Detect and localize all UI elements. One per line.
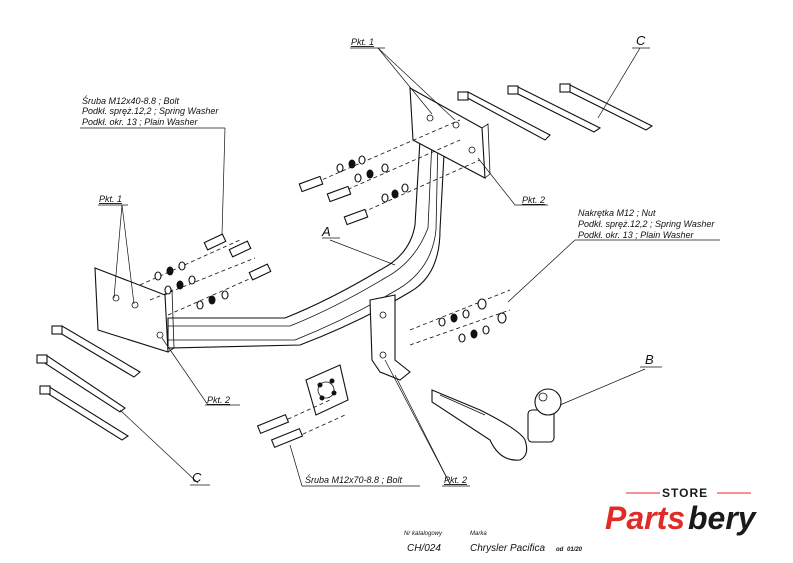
label-pkt2-top-right: Pkt. 2 [522,195,545,205]
catalog-caption: Nr katalogowy [404,531,443,537]
tow-bar-main-tube [167,134,446,349]
clamp-straps-top [457,83,654,141]
catalog-value: CH/024 [407,543,441,554]
nut-callout-line2: Podkł. spręż.12,2 ; Spring Washer [578,219,715,229]
fasteners-left [139,233,272,316]
from-value: 01/20 [567,547,583,553]
tow-ball-neck [431,388,562,461]
label-c-bottom: C [192,470,202,485]
socket-plate [305,364,349,416]
label-pkt2-bottom: Pkt. 2 [444,475,467,485]
from-label: od [556,547,564,553]
bolt-callout-line3: Podkł. okr. 13 ; Plain Washer [82,117,199,127]
label-c-top: C [636,33,646,48]
bolt-callout-line1: Śruba M12x40-8.8 ; Bolt [82,95,180,106]
nut-callout-line1: Nakrętka M12 ; Nut [578,208,656,218]
leader-lines [80,47,720,487]
logo-parts-text: Parts [605,500,685,536]
left-mounting-plate [94,267,175,353]
label-a: A [321,224,331,239]
logo-store-text: STORE [662,486,708,500]
nut-callout-line3: Podkł. okr. 13 ; Plain Washer [578,230,695,240]
label-b: B [645,352,654,367]
label-pkt1-top: Pkt. 1 [351,37,374,47]
label-pkt1-left: Pkt. 1 [99,194,122,204]
lower-bolts [256,399,346,449]
logo-bery-text: bery [688,500,758,536]
label-pkt2-left: Pkt. 2 [207,395,230,405]
brand-caption: Marka [470,531,487,537]
fasteners-upper-right [298,119,481,226]
bolt-callout-line2: Podkł. spręż.12,2 ; Spring Washer [82,106,219,116]
bolt2-callout: Śruba M12x70-8.8 ; Bolt [305,474,403,485]
partsbery-logo: STORE Parts bery [605,486,758,536]
brand-value: Chrysler Pacifica [470,543,545,554]
clamp-straps-bottom [36,325,141,441]
nut-stacks-right [409,289,511,346]
center-ball-bracket [369,294,411,381]
